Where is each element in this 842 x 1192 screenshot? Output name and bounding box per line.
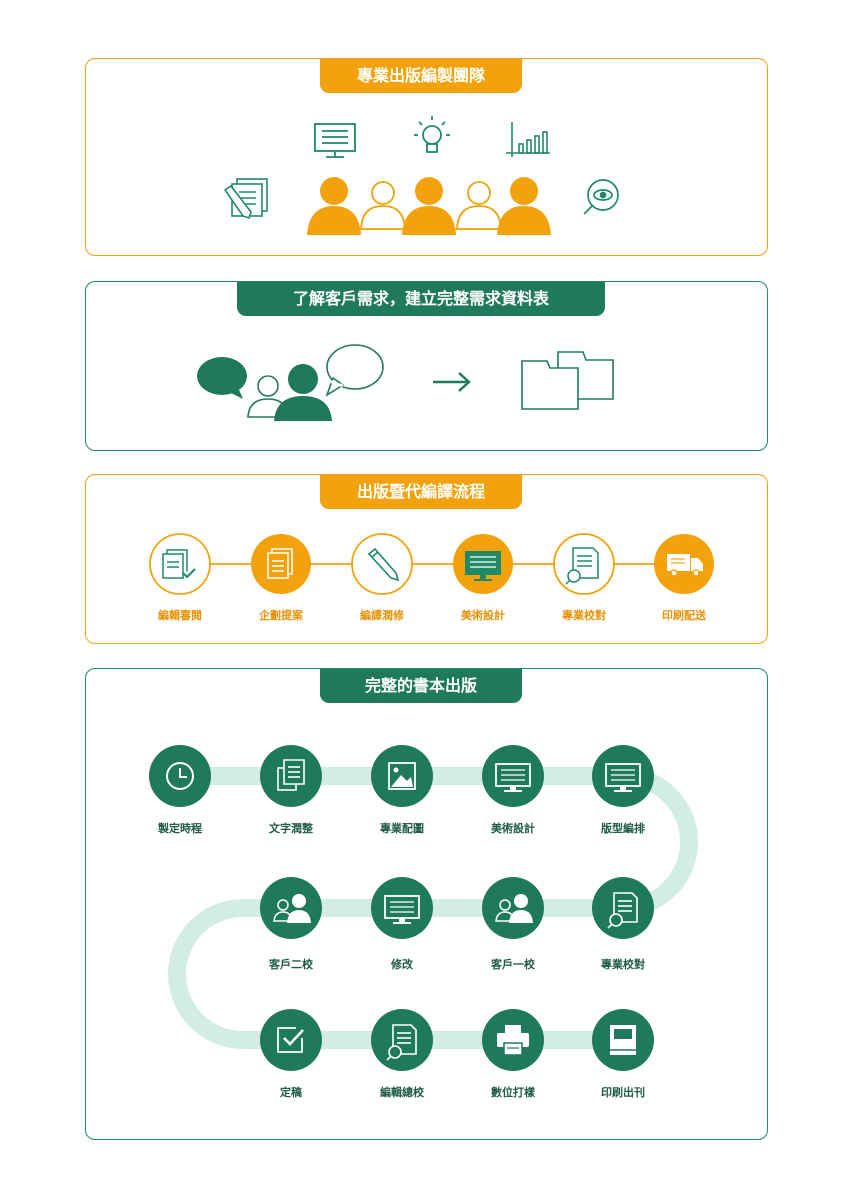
book-step-label: 修改: [391, 958, 413, 971]
team-section-title: 專業出版編製團隊: [320, 59, 522, 93]
needs-section-title: 了解客戶需求，建立完整需求資料表: [237, 282, 605, 316]
people-icon: [247, 364, 332, 421]
process-step-6-label: 印刷配送: [662, 609, 706, 622]
book-step-client-first-proof: [482, 877, 544, 939]
checkbox-icon: [277, 1027, 304, 1053]
monitor-icon: [605, 763, 641, 792]
book-step-finalize: [260, 1009, 322, 1071]
eye-magnifier-icon: [583, 179, 619, 215]
text-pages-icon: [277, 759, 305, 791]
book-step-schedule: [149, 745, 211, 807]
book-step-layout: [592, 745, 654, 807]
pencil-icon: [367, 547, 400, 582]
book-step-illustration: [371, 745, 433, 807]
book-step-revise: [371, 877, 433, 939]
documents-pencil-icon: [223, 178, 268, 220]
book-step-label: 編輯總校: [380, 1086, 424, 1099]
people-icon: [495, 894, 533, 923]
people-icon: [273, 894, 311, 923]
lightbulb-icon: [414, 116, 450, 153]
process-step-3: [351, 533, 413, 595]
book-step-digital-proof: [482, 1009, 544, 1071]
bar-chart-icon: [506, 122, 550, 157]
speech-bubble-outline-icon: [325, 344, 384, 397]
process-step-2-label: 企劃提案: [259, 609, 303, 622]
process-steps: [149, 533, 714, 595]
book-step-label: 美術設計: [491, 822, 535, 835]
process-step-6: [654, 534, 714, 594]
book-step-professional-proof: [592, 877, 654, 939]
process-step-4-label: 美術設計: [461, 609, 505, 622]
monitor-icon: [495, 763, 531, 792]
book-step-label: 專業配圖: [380, 822, 424, 835]
book-step-label: 數位打樣: [491, 1086, 535, 1099]
book-step-label: 文字潤整: [269, 822, 313, 835]
book-step-label: 客戶一校: [491, 958, 535, 971]
printer-icon: [497, 1025, 529, 1056]
image-icon: [388, 762, 416, 790]
book-step-label: 印刷出刊: [601, 1086, 645, 1099]
speech-bubble-icon: [197, 357, 247, 399]
documents-icon: [267, 548, 293, 579]
team-illustration: [223, 116, 619, 235]
process-step-4: [453, 534, 513, 594]
book-step-label: 製定時程: [158, 822, 202, 835]
monitor-icon: [465, 551, 501, 581]
document-magnifier-icon: [386, 1024, 417, 1061]
book-icon: [610, 1025, 636, 1055]
team-people-icon: [307, 177, 551, 235]
needs-illustration: [197, 344, 614, 421]
monitor-icon: [314, 123, 356, 158]
document-magnifier-icon: [565, 547, 599, 585]
book-step-label: 定稿: [280, 1086, 302, 1099]
book-step-label: 客戶二校: [269, 958, 313, 971]
process-step-1-label: 編輯審閱: [158, 609, 202, 622]
truck-icon: [667, 554, 703, 577]
process-step-3-label: 編譯潤修: [360, 609, 404, 622]
document-magnifier-icon: [607, 892, 638, 929]
book-step-chief-proof: [371, 1009, 433, 1071]
process-step-2: [251, 534, 311, 594]
process-step-5-label: 專業校對: [562, 609, 606, 622]
book-section-title: 完整的書本出版: [320, 669, 522, 703]
process-section-title: 出版暨代編譯流程: [320, 475, 522, 509]
book-step-client-second-proof: [260, 877, 322, 939]
clock-icon: [166, 762, 194, 790]
book-step-print-publish: [592, 1009, 654, 1071]
book-step-label: 專業校對: [601, 958, 645, 971]
monitor-icon: [384, 895, 420, 924]
arrow-right-icon: [433, 372, 471, 392]
book-step-art-design: [482, 745, 544, 807]
document-check-icon: [162, 549, 196, 579]
folders-icon: [521, 351, 614, 410]
book-step-text-edit: [260, 745, 322, 807]
book-step-label: 版型編排: [601, 822, 645, 835]
process-step-1: [149, 533, 211, 595]
process-step-5: [553, 533, 615, 595]
